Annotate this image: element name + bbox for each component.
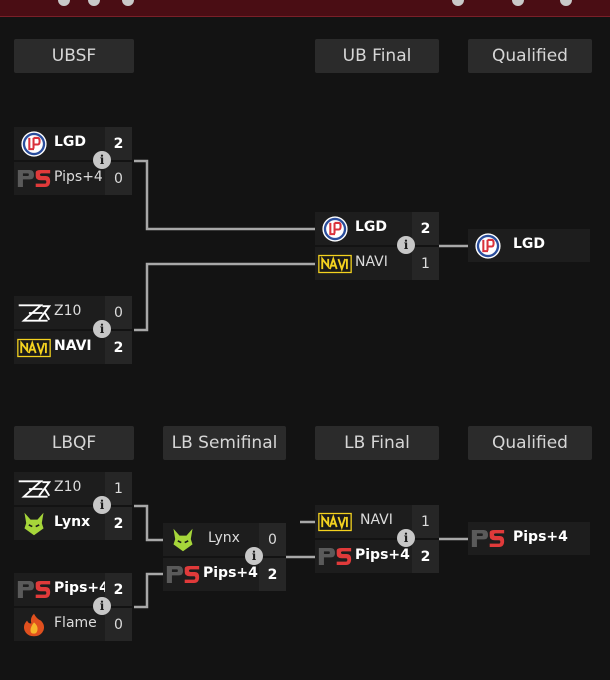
team-name: Lynx <box>208 530 240 546</box>
team-row[interactable]: NAVI 2 <box>14 331 132 364</box>
team-row[interactable]: LGD 2 <box>14 127 132 160</box>
round-header-lb-semifinal: LB Semifinal <box>163 426 286 460</box>
team-row[interactable]: Z10 1 <box>14 472 132 505</box>
team-row[interactable]: Lynx 2 <box>14 507 132 540</box>
match-card-ubsf-2[interactable]: Z10 0 NAVI 2 i <box>14 296 132 364</box>
pips-logo-icon <box>17 578 51 601</box>
team-row[interactable]: Z10 0 <box>14 296 132 329</box>
team-name: Lynx <box>54 514 91 530</box>
match-info-icon[interactable]: i <box>93 496 111 514</box>
profile-icon[interactable] <box>122 0 134 6</box>
match-card-lb-final[interactable]: NAVI 1 Pips+4 2 i <box>315 505 439 573</box>
team-name: Pips+4 <box>54 169 103 185</box>
match-card-lb-semifinal[interactable]: Lynx 0 Pips+4 2 i <box>163 523 286 591</box>
team-name: Pips+4 <box>203 565 258 581</box>
match-card-lbqf-2[interactable]: Pips+4 2 Flame 0 i <box>14 573 132 641</box>
team-name: LGD <box>54 134 87 150</box>
pips-logo-icon <box>166 563 200 586</box>
team-name: NAVI <box>360 512 393 528</box>
pips-logo-icon <box>471 527 505 550</box>
team-score: 0 <box>105 608 132 641</box>
team-row[interactable]: Flame 0 <box>14 608 132 641</box>
match-info-icon[interactable]: i <box>397 529 415 547</box>
more-options-icon[interactable] <box>560 0 572 6</box>
flame-logo-icon <box>17 613 51 636</box>
team-row[interactable]: Pips+4 0 <box>14 162 132 195</box>
back-icon[interactable] <box>58 0 70 6</box>
round-header-qualified-upper: Qualified <box>468 39 592 73</box>
team-name: Pips+4 <box>54 580 109 596</box>
team-row[interactable]: NAVI 1 <box>315 505 439 538</box>
round-header-ub-final: UB Final <box>315 39 439 73</box>
round-header-qualified-lower: Qualified <box>468 426 592 460</box>
lgd-logo-icon <box>17 132 51 155</box>
team-row[interactable]: LGD 2 <box>315 212 439 245</box>
team-name: LGD <box>513 236 546 252</box>
team-score: 1 <box>412 505 439 538</box>
team-row[interactable]: Lynx 0 <box>163 523 286 556</box>
search-icon[interactable] <box>452 0 464 6</box>
team-name: NAVI <box>54 338 92 354</box>
team-score: 2 <box>105 507 132 540</box>
navi-logo-icon <box>17 336 51 359</box>
team-name: NAVI <box>355 254 388 270</box>
round-header-ubsf: UBSF <box>14 39 134 73</box>
top-app-bar <box>0 0 610 17</box>
match-info-icon[interactable]: i <box>93 597 111 615</box>
team-score: 0 <box>259 523 286 556</box>
round-header-lb-final: LB Final <box>315 426 439 460</box>
z10-logo-icon <box>17 477 51 500</box>
team-name: Flame <box>54 615 97 631</box>
match-card-ub-final[interactable]: LGD 2 NAVI 1 i <box>315 212 439 280</box>
share-icon[interactable] <box>512 0 524 6</box>
match-card-lbqf-1[interactable]: Z10 1 Lynx 2 i <box>14 472 132 540</box>
team-row[interactable]: Pips+4 2 <box>163 558 286 591</box>
team-row[interactable]: Pips+4 2 <box>315 540 439 573</box>
team-score: 0 <box>105 162 132 195</box>
match-info-icon[interactable]: i <box>93 320 111 338</box>
pips-logo-icon <box>17 167 51 190</box>
match-card-ubsf-1[interactable]: LGD 2 Pips+4 0 i <box>14 127 132 195</box>
z10-logo-icon <box>17 301 51 324</box>
team-row[interactable]: NAVI 1 <box>315 247 439 280</box>
team-row[interactable]: Pips+4 2 <box>14 573 132 606</box>
qualified-team-lower[interactable]: Pips+4 <box>468 522 590 555</box>
team-score: 2 <box>259 558 286 591</box>
team-name: LGD <box>355 219 388 235</box>
round-header-lbqf: LBQF <box>14 426 134 460</box>
team-name: Pips+4 <box>355 547 410 563</box>
lgd-logo-icon <box>471 234 505 257</box>
team-name: Z10 <box>54 303 82 319</box>
team-name: Z10 <box>54 479 82 495</box>
qualified-team-upper[interactable]: LGD <box>468 229 590 262</box>
team-score: 2 <box>105 331 132 364</box>
team-score: 2 <box>412 540 439 573</box>
navi-logo-icon <box>318 510 352 533</box>
team-score: 1 <box>412 247 439 280</box>
pips-logo-icon <box>318 545 352 568</box>
match-info-icon[interactable]: i <box>397 236 415 254</box>
menu-icon[interactable] <box>88 0 100 6</box>
team-name: Pips+4 <box>513 529 568 545</box>
lynx-logo-icon <box>17 512 51 535</box>
team-score: 2 <box>412 212 439 245</box>
match-info-icon[interactable]: i <box>93 151 111 169</box>
lgd-logo-icon <box>318 217 352 240</box>
match-info-icon[interactable]: i <box>245 547 263 565</box>
navi-logo-icon <box>318 252 352 275</box>
lynx-logo-icon <box>166 528 200 551</box>
